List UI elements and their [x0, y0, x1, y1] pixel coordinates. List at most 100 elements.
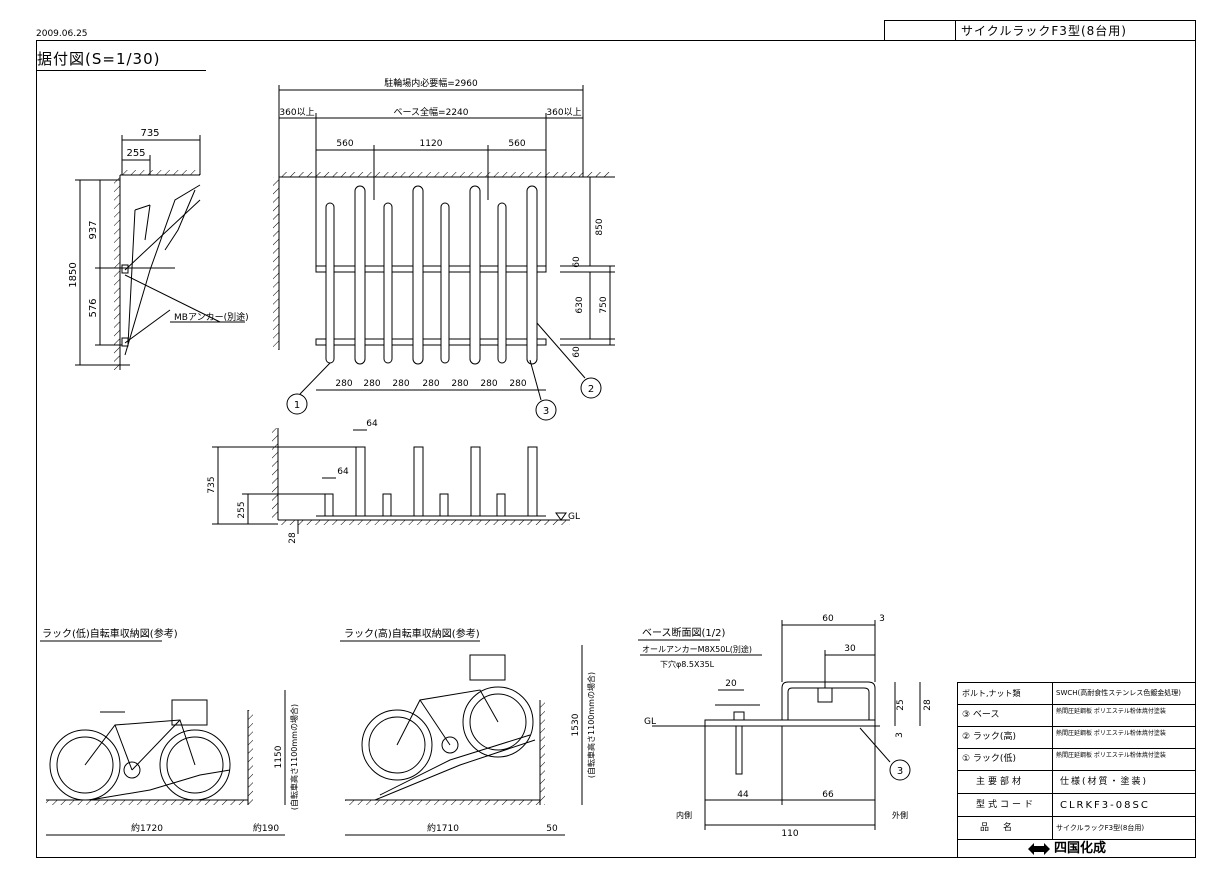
- plan-callout-3: [535, 399, 557, 421]
- elev-dim-28: 28: [288, 532, 298, 544]
- title-box: サイクルラックF3型(8台用): [884, 20, 1196, 41]
- tb-row-code: 型式コード CLRKF3-08SC: [958, 794, 1196, 817]
- main-title-underline: [36, 70, 206, 71]
- tb-spec-rack-low: 熱間圧延鋼板 ポリエステル粉体焼付塗装: [1056, 752, 1166, 759]
- base-anchor-label: オールアンカーM8X50L(別途): [642, 644, 752, 654]
- plan-dim-1120: 1120: [420, 139, 443, 149]
- base-dim-3a: 3: [879, 614, 885, 624]
- tb-part-rack-high: ② ラック(高): [962, 732, 1016, 742]
- base-dim-30: 30: [844, 644, 856, 654]
- tb-part-bolt: ボルト,ナット類: [962, 689, 1021, 698]
- side-dim-735: 735: [140, 128, 159, 139]
- bike-low-width: 約1720: [131, 822, 163, 834]
- plan-racks: [325, 185, 538, 365]
- bike-low-height: 1150: [274, 745, 284, 768]
- base-dim-60: 60: [822, 614, 834, 624]
- sheet-main-title: 据付図(S=1/30): [37, 50, 161, 68]
- base-callout-3: 3: [897, 766, 903, 777]
- side-dim-937: 937: [88, 220, 99, 239]
- base-outer-label: 外側: [892, 810, 908, 820]
- plan-dim-560a: 560: [336, 139, 353, 149]
- base-inner-label: 内側: [676, 810, 692, 820]
- base-dim-66: 66: [822, 790, 834, 800]
- elev-dim-64a: 64: [366, 419, 378, 429]
- tb-part-base: ③ ベース: [962, 710, 1000, 720]
- plan-pitch-4: 280: [422, 379, 439, 389]
- plan-callout-2: [580, 377, 602, 399]
- title-box-divider: [955, 21, 956, 41]
- tb-row-logo: 四国化成: [958, 840, 1196, 858]
- elev-dim-64b: 64: [337, 467, 349, 477]
- tb-name-label: 品名: [980, 823, 1027, 833]
- bike-low-view: [46, 690, 286, 836]
- tb-row-name: 品名 サイクルラックF3型(8台用): [958, 817, 1196, 840]
- bike-high-title: ラック(高)自転車収納図(参考): [344, 627, 480, 640]
- plan-pitch-3: 280: [392, 379, 409, 389]
- drawing-frame: [36, 40, 1196, 858]
- tb-code-value: CLRKF3-08SC: [1060, 800, 1150, 811]
- plan-dim-630: 630: [575, 296, 585, 313]
- base-section-view: [640, 620, 921, 830]
- tb-hdr-part: 主要部材: [976, 777, 1025, 787]
- plan-left-clear: 360以上: [279, 107, 314, 118]
- side-anchor-label: MBアンカー(別途): [174, 311, 249, 323]
- bike-high-gap: 50: [546, 824, 558, 834]
- tb-col-divider: [1052, 683, 1053, 840]
- base-dim-25: 25: [896, 699, 906, 710]
- plan-callout-1: [286, 393, 308, 415]
- tb-row-rack-high: ② ラック(高) 熱間圧延鋼板 ポリエステル粉体焼付塗装: [958, 727, 1196, 749]
- bike-low-note: (自転車高さ1100mmの場合): [289, 704, 299, 810]
- plan-total-width: 駐輪場内必要幅=2960: [384, 77, 478, 89]
- tb-row-base: ③ ベース 熱間圧延鋼板 ポリエステル粉体焼付塗装: [958, 705, 1196, 727]
- bike-high-view: [345, 645, 583, 836]
- tb-spec-rack-high: 熱間圧延鋼板 ポリエステル粉体焼付塗装: [1056, 730, 1166, 737]
- base-hole-label: 下穴φ8.5X35L: [660, 659, 715, 669]
- plan-dim-850: 850: [595, 218, 605, 235]
- title-block: ボルト,ナット類 SWCH(高耐食性ステンレス色鍍金処理) ③ ベース 熱間圧延…: [957, 682, 1196, 858]
- plan-pitch-1: 280: [335, 379, 352, 389]
- company-logo-text: 四国化成: [1054, 841, 1107, 856]
- plan-callout-2-label: 2: [588, 384, 594, 395]
- elev-dim-735: 735: [207, 476, 217, 493]
- elev-gl: GL: [568, 512, 580, 522]
- plan-view: [273, 85, 615, 391]
- plan-dim-60a: 60: [572, 256, 582, 268]
- plan-pitch-5: 280: [451, 379, 468, 389]
- tb-code-label: 型式コード: [976, 800, 1037, 810]
- base-section-title: ベース断面図(1/2): [642, 626, 725, 639]
- tb-row-rack-low: ① ラック(低) 熱間圧延鋼板 ポリエステル粉体焼付塗装: [958, 749, 1196, 771]
- plan-pitch-6: 280: [480, 379, 497, 389]
- bike-high-width: 約1710: [427, 822, 459, 834]
- bike-low-gap: 約190: [253, 822, 279, 834]
- plan-dim-560b: 560: [508, 139, 525, 149]
- elev-dim-255: 255: [237, 501, 247, 518]
- side-view: [75, 135, 245, 370]
- base-dim-44: 44: [737, 790, 749, 800]
- tb-hdr-spec: 仕様(材質・塗装): [1060, 777, 1149, 787]
- base-dim-28: 28: [923, 699, 933, 711]
- side-dim-576: 576: [88, 298, 99, 317]
- side-dim-1850: 1850: [68, 262, 79, 287]
- bike-low-title: ラック(低)自転車収納図(参考): [42, 627, 178, 640]
- base-gl-label: GL: [644, 717, 656, 727]
- plan-callout-1-label: 1: [294, 400, 300, 411]
- tb-spec-base: 熱間圧延鋼板 ポリエステル粉体焼付塗装: [1056, 708, 1166, 715]
- plan-right-clear: 360以上: [546, 107, 581, 118]
- drawing-date: 2009.06.25: [36, 29, 88, 39]
- base-dim-3b: 3: [895, 732, 905, 738]
- tb-spec-bolt: SWCH(高耐食性ステンレス色鍍金処理): [1056, 689, 1181, 697]
- drawing-title: サイクルラックF3型(8台用): [961, 24, 1127, 38]
- side-dim-255: 255: [126, 148, 145, 159]
- plan-pitch-7: 280: [509, 379, 526, 389]
- plan-pitch-2: 280: [363, 379, 380, 389]
- elevation-view: [212, 428, 570, 534]
- bike-high-height: 1530: [571, 713, 581, 736]
- tb-row-bolt: ボルト,ナット類 SWCH(高耐食性ステンレス色鍍金処理): [958, 683, 1196, 705]
- base-dim-110: 110: [781, 829, 798, 839]
- tb-name-value: サイクルラックF3型(8台用): [1056, 824, 1145, 832]
- bike-high-note: (自転車高さ1100mmの場合): [586, 672, 596, 778]
- plan-dim-60b: 60: [572, 346, 582, 358]
- company-logo-mark: [1028, 843, 1050, 855]
- tb-row-header: 主要部材 仕様(材質・塗装): [958, 771, 1196, 794]
